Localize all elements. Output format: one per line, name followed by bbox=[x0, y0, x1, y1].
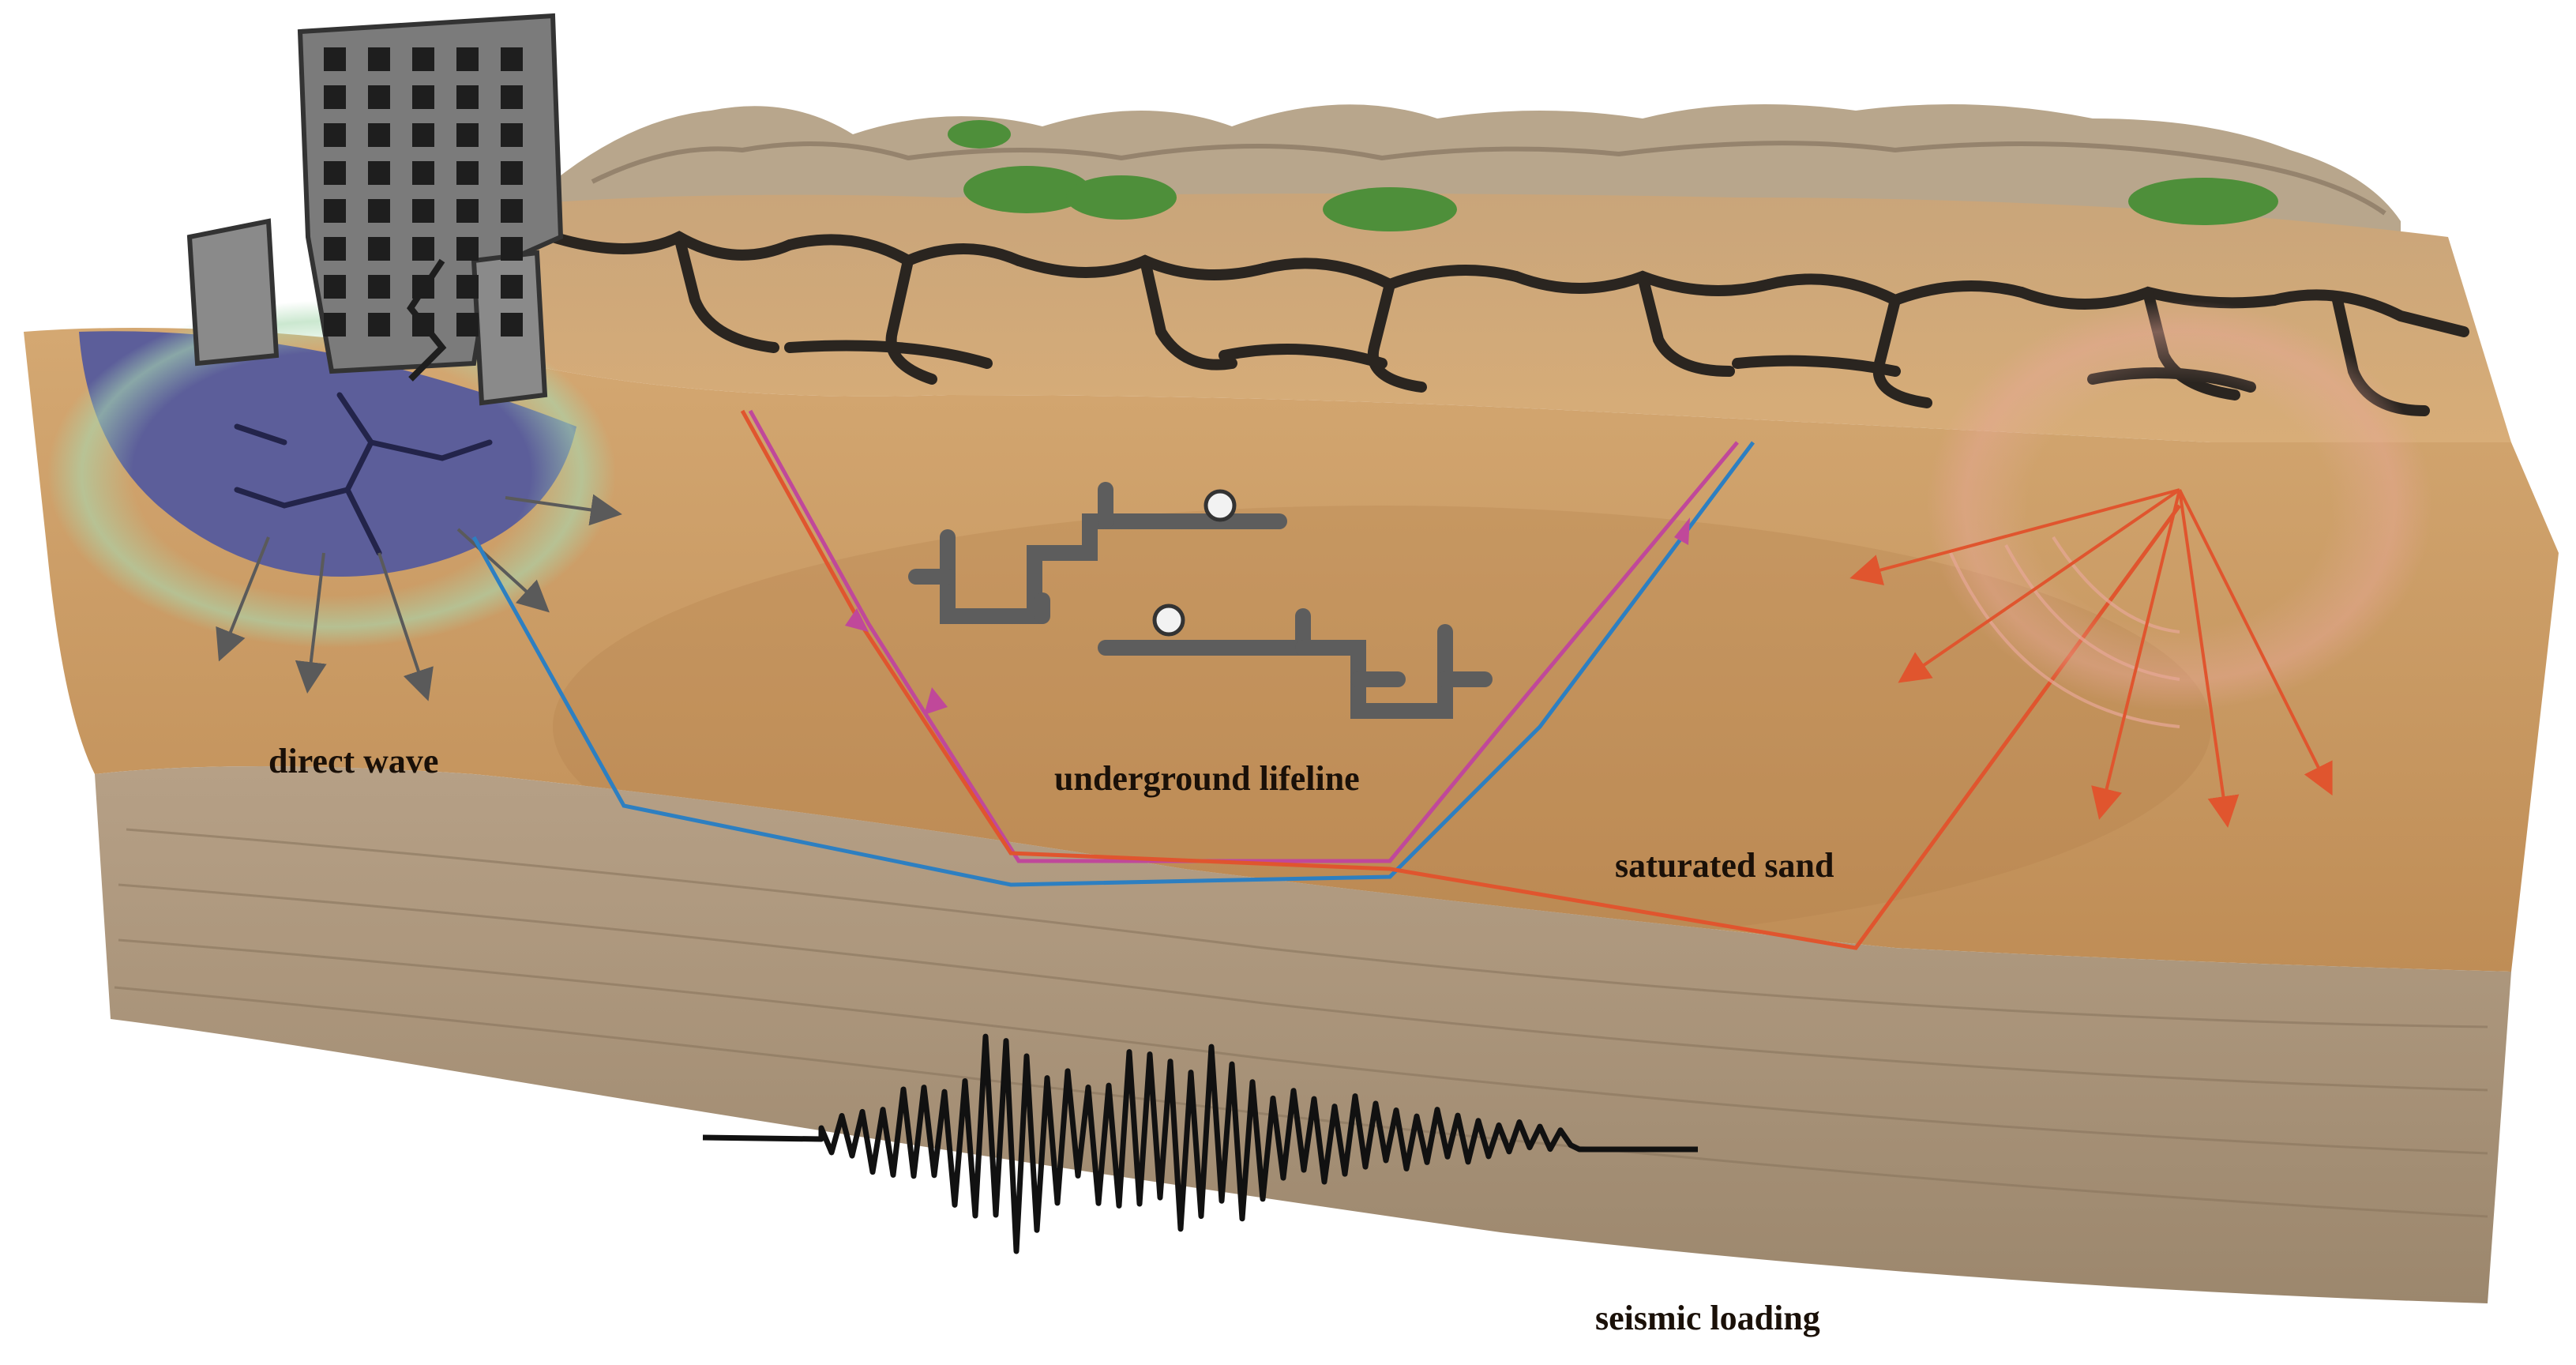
pipeline-icon bbox=[908, 482, 1493, 719]
building-window bbox=[456, 47, 479, 71]
building-window bbox=[324, 85, 346, 109]
building-window bbox=[501, 123, 523, 147]
building-window bbox=[412, 47, 434, 71]
building-window bbox=[324, 313, 346, 337]
building-window bbox=[368, 85, 390, 109]
source-halo bbox=[1927, 300, 2432, 711]
building-window bbox=[501, 275, 523, 299]
building-window bbox=[501, 237, 523, 261]
path-direction-arrows bbox=[845, 517, 1690, 715]
building-window bbox=[456, 199, 479, 223]
building-window bbox=[456, 313, 479, 337]
pressure-gauge-icon bbox=[1204, 489, 1237, 522]
rock-layer bbox=[95, 766, 2511, 1303]
direct-wave-arrows bbox=[216, 494, 622, 701]
label-direct-wave: direct wave bbox=[268, 742, 438, 780]
path-orange bbox=[740, 409, 2182, 950]
building-window bbox=[368, 47, 390, 71]
building-window bbox=[412, 161, 434, 185]
building-window bbox=[501, 313, 523, 337]
source-arcs bbox=[1949, 536, 2180, 728]
building-window bbox=[324, 47, 346, 71]
rock-strata bbox=[114, 828, 2488, 1218]
foundation-halo bbox=[47, 300, 616, 648]
wave-paths bbox=[471, 409, 2182, 950]
building-window bbox=[501, 161, 523, 185]
pressure-gauge-icon bbox=[1152, 604, 1185, 637]
building-window bbox=[456, 123, 479, 147]
building-window bbox=[412, 237, 434, 261]
building-window bbox=[368, 199, 390, 223]
cracked-building-icon bbox=[186, 13, 564, 406]
building-window bbox=[412, 199, 434, 223]
building-window bbox=[368, 313, 390, 337]
building-window bbox=[368, 275, 390, 299]
building-window bbox=[456, 237, 479, 261]
building-window bbox=[501, 47, 523, 71]
building-window bbox=[368, 237, 390, 261]
building-window bbox=[324, 123, 346, 147]
building-window bbox=[324, 237, 346, 261]
building-window bbox=[368, 161, 390, 185]
label-underground-lifeline: underground lifeline bbox=[1054, 759, 1360, 798]
path-blue bbox=[471, 441, 1755, 887]
building-window bbox=[456, 85, 479, 109]
label-seismic-loading: seismic loading bbox=[1595, 1299, 1820, 1337]
seismic-waveform-icon bbox=[702, 1033, 1698, 1254]
building-window bbox=[412, 85, 434, 109]
building-window bbox=[324, 161, 346, 185]
source-wave-arrows bbox=[1849, 488, 2333, 828]
building-window bbox=[324, 275, 346, 299]
building-window bbox=[456, 161, 479, 185]
label-saturated-sand: saturated sand bbox=[1615, 846, 1834, 885]
building-window bbox=[501, 199, 523, 223]
building-window bbox=[368, 123, 390, 147]
building-window bbox=[456, 275, 479, 299]
building-window bbox=[412, 123, 434, 147]
building-window bbox=[324, 199, 346, 223]
grass-patches bbox=[948, 120, 2278, 231]
building-window bbox=[501, 85, 523, 109]
